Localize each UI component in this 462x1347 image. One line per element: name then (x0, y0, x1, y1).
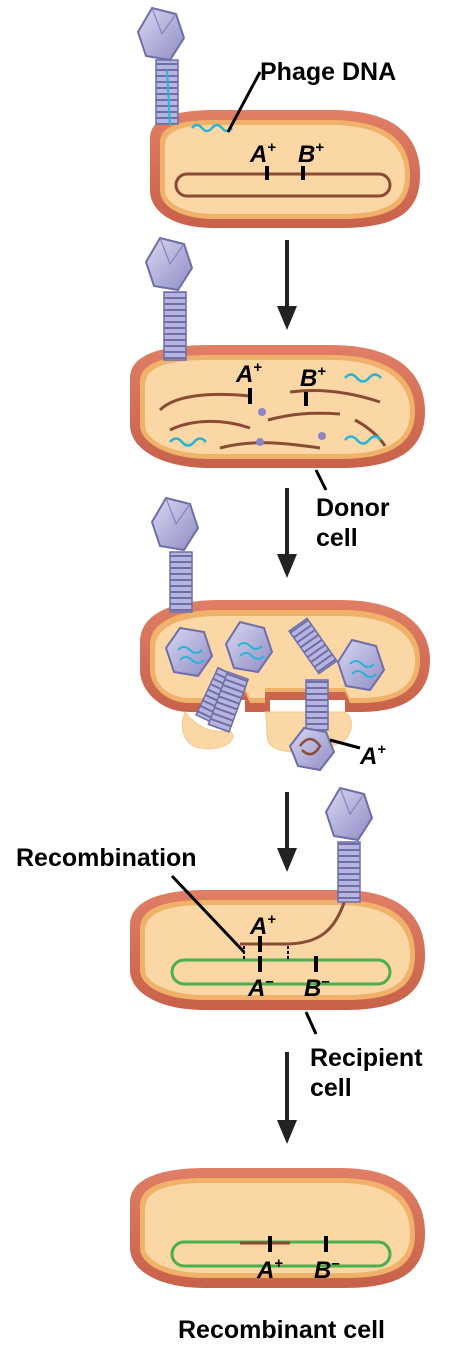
arrow-2 (277, 488, 297, 578)
label-recombinant-cell: Recombinant cell (178, 1316, 385, 1344)
arrow-1 (277, 240, 297, 330)
phage-4 (326, 788, 372, 902)
label-recipient: Recipient (310, 1044, 423, 1072)
label-donor-cell: cell (316, 524, 358, 552)
cell-4-recipient: Recombination A+ A– B– Recipient cell (16, 788, 425, 1102)
label-donor: Donor (316, 494, 390, 522)
phage-2 (146, 238, 192, 360)
cell-1: Phage DNA A+ B+ (138, 8, 420, 228)
phage-1 (138, 8, 184, 125)
arrow-3 (277, 792, 297, 872)
arrow-4 (277, 1052, 297, 1144)
cell-5-recombinant: A+ B– Recombinant cell (130, 1168, 425, 1344)
label-recipient-cell: cell (310, 1074, 352, 1102)
phage-3 (152, 498, 198, 612)
label-phage-dna: Phage DNA (260, 58, 396, 86)
label-recombination: Recombination (16, 844, 197, 872)
gene-label-a-plus-3: A+ (359, 741, 386, 770)
